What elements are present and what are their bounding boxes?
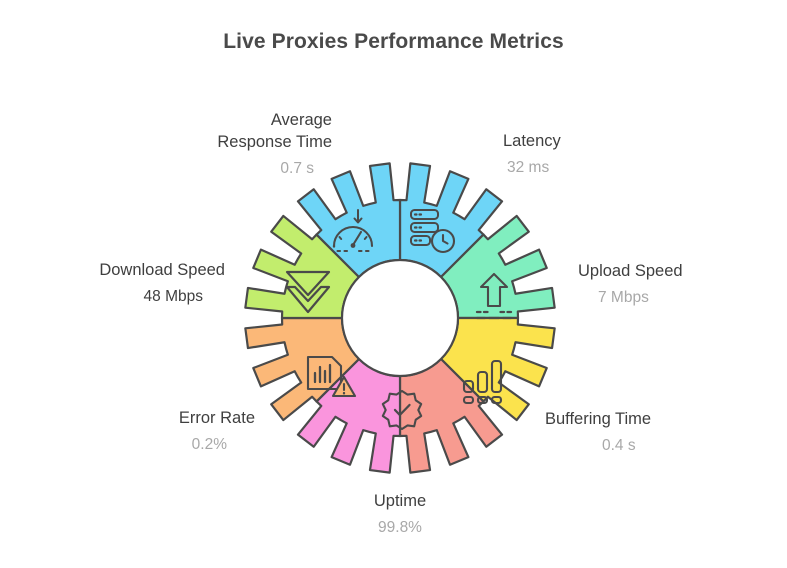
metric-label-uptime: Uptime 99.8% bbox=[305, 491, 495, 538]
metric-value-latency: 32 ms bbox=[507, 158, 550, 176]
metric-value-error-rate: 0.2% bbox=[191, 435, 227, 453]
metric-value-download-speed: 48 Mbps bbox=[143, 287, 203, 305]
metric-name-download-speed: Download Speed bbox=[99, 261, 225, 279]
metric-value-avg-response-time: 0.7 s bbox=[280, 159, 314, 177]
metric-value-buffering-time: 0.4 s bbox=[602, 436, 636, 454]
metric-value-uptime: 99.8% bbox=[378, 518, 422, 536]
metric-label-upload-speed: Upload Speed 7 Mbps bbox=[578, 261, 778, 308]
metric-name-buffering-time: Buffering Time bbox=[545, 410, 652, 428]
metric-name-error-rate: Error Rate bbox=[178, 409, 255, 427]
metric-label-buffering-time: Buffering Time 0.4 s bbox=[545, 409, 745, 456]
metric-label-error-rate: Error Rate 0.2% bbox=[80, 408, 255, 455]
metric-label-download-speed: Download Speed 48 Mbps bbox=[40, 260, 225, 307]
page-title: Live Proxies Performance Metrics bbox=[223, 30, 564, 53]
metric-name-latency: Latency bbox=[503, 132, 561, 150]
metric-label-avg-response-time: Average Response Time 0.7 s bbox=[140, 110, 332, 179]
gear-segments bbox=[244, 162, 556, 474]
metric-name-uptime: Uptime bbox=[373, 492, 427, 510]
metric-name-avg-response-time: Average Response Time bbox=[217, 111, 332, 151]
metric-label-latency: Latency 32 ms bbox=[503, 131, 703, 178]
metric-name-upload-speed: Upload Speed bbox=[578, 262, 683, 280]
metric-value-upload-speed: 7 Mbps bbox=[598, 288, 649, 306]
gear-center-hole bbox=[340, 258, 460, 378]
